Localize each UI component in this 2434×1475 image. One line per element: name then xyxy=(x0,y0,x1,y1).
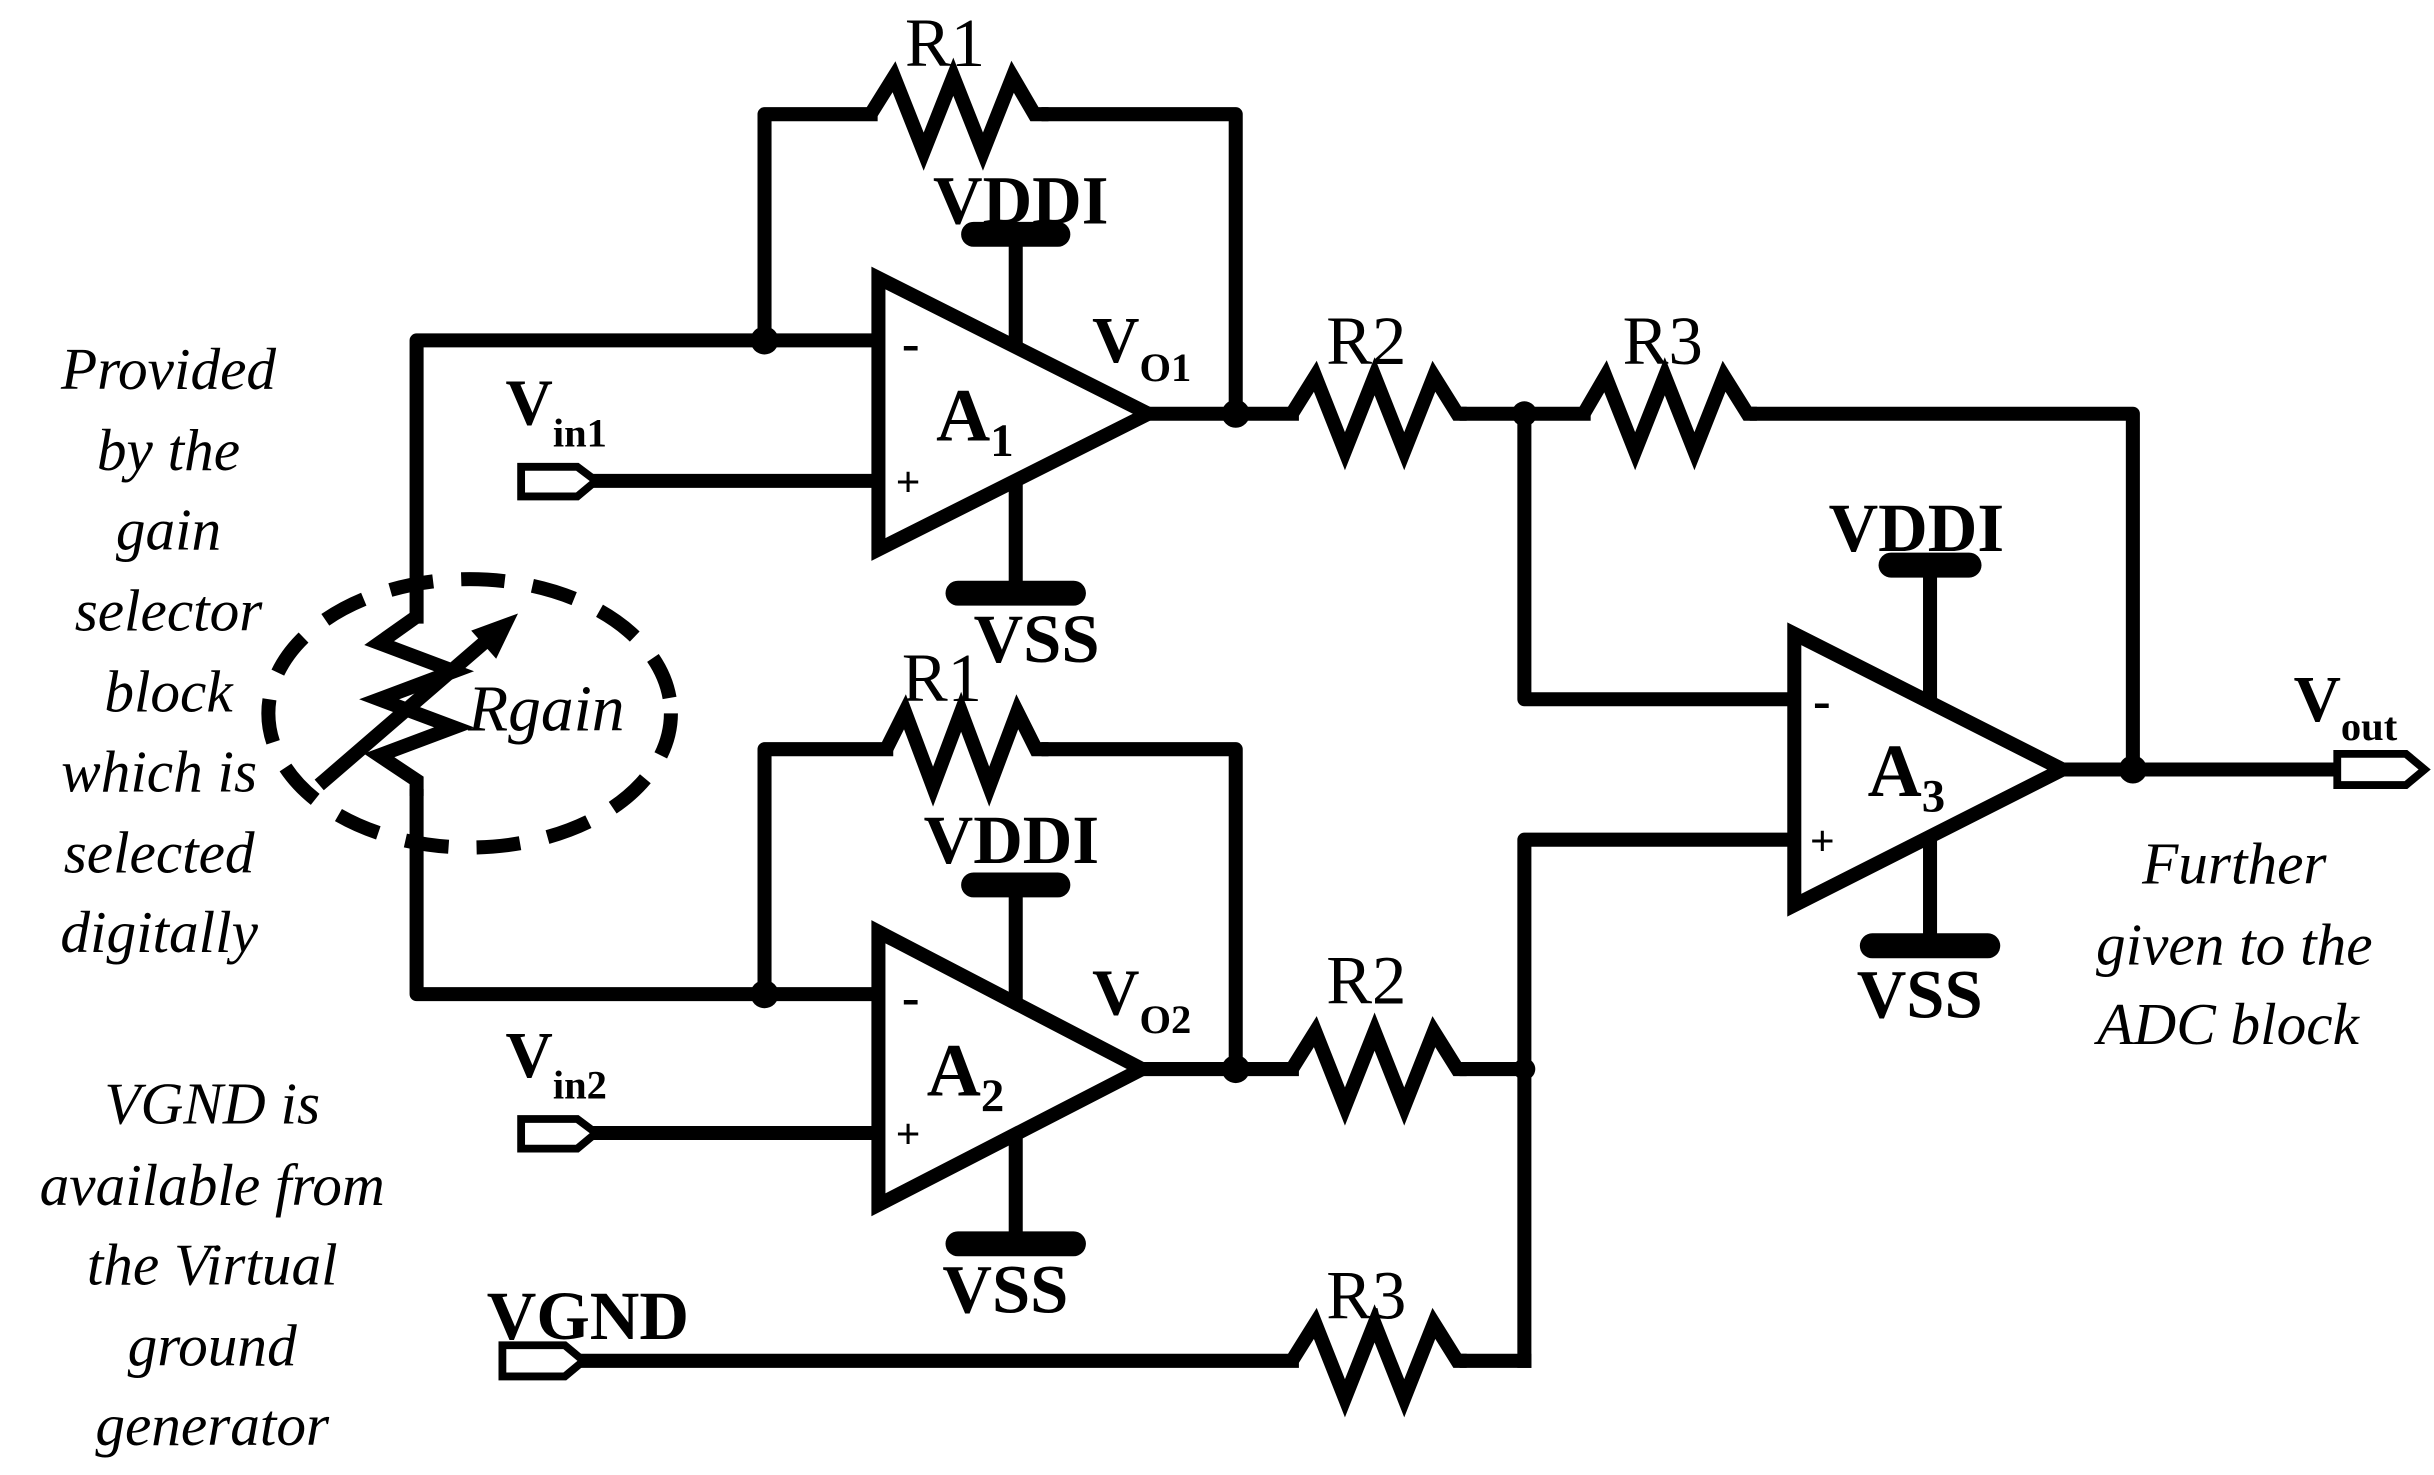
svg-text:gain: gain xyxy=(116,496,221,562)
svg-text:selected: selected xyxy=(64,819,255,885)
wire-a3-plus xyxy=(1517,832,1802,1368)
r2-top-label: R2 xyxy=(1326,303,1406,379)
resistor-r1-bottom xyxy=(879,691,1049,807)
svg-text:by the: by the xyxy=(97,417,240,483)
junction-vout xyxy=(2118,755,2147,784)
svg-text:Provided: Provided xyxy=(60,336,276,402)
opamp-a3: - + A3 xyxy=(1787,622,2079,917)
svg-text:selector: selector xyxy=(75,578,264,644)
junction-a2-minus xyxy=(750,980,779,1009)
wire-a3-minus xyxy=(1517,406,1802,707)
junction-vo2 xyxy=(1221,1055,1250,1084)
wire-a2-feedback-right xyxy=(1041,742,1243,1077)
port-vin1 xyxy=(517,462,603,501)
resistor-r3-bottom xyxy=(1285,1304,1467,1418)
resistors xyxy=(261,57,1757,1418)
a1-plus-sign: + xyxy=(896,458,921,506)
wire-a1-feedback-right xyxy=(1041,107,1243,421)
r1-bottom-label: R1 xyxy=(902,640,982,716)
resistor-r2-bottom xyxy=(1285,1012,1467,1126)
vo1-label: VO1 xyxy=(1092,305,1191,390)
svg-text:generator: generator xyxy=(95,1392,330,1458)
r1-top-label: R1 xyxy=(905,5,985,81)
opamp-a1: - + A1 xyxy=(871,266,1164,561)
wire-rgain-bottom xyxy=(409,788,886,1002)
vout-label: Vout xyxy=(2294,664,2398,749)
vin1-label: Vin1 xyxy=(506,368,607,456)
resistor-r3-top xyxy=(1577,357,1757,471)
a3-vddi-label: VDDI xyxy=(1829,490,2004,566)
r2-bottom-label: R2 xyxy=(1326,943,1406,1019)
svg-text:ground: ground xyxy=(128,1313,297,1379)
resistor-r1-top xyxy=(864,57,1049,171)
svg-text:ADC block: ADC block xyxy=(2093,991,2360,1057)
r3-top-label: R3 xyxy=(1623,303,1703,379)
note-vgnd: VGND is available from the Virtual groun… xyxy=(40,1071,385,1458)
port-vgnd xyxy=(498,1341,590,1381)
resistor-rgain xyxy=(359,610,475,797)
supply-rails: VDDI VSS VDDI VSS VDDI VSS xyxy=(924,162,2004,1327)
note-adc: Further given to the ADC block xyxy=(2093,830,2372,1057)
component-labels: R1 R1 R2 R3 R2 R3 Rgain Vin1 Vin2 VO1 VO… xyxy=(467,5,2398,1354)
svg-text:which is: which is xyxy=(61,738,257,804)
svg-text:block: block xyxy=(104,659,234,725)
svg-text:available from: available from xyxy=(40,1152,385,1218)
a3-label: A3 xyxy=(1868,730,1945,823)
svg-text:Further: Further xyxy=(2141,830,2327,896)
wire-r3-vout xyxy=(1749,406,2140,777)
vin2-label: Vin2 xyxy=(506,1020,607,1108)
wire-rgain-top xyxy=(409,333,886,624)
wires xyxy=(409,107,2345,1368)
wire-a2-feedback xyxy=(757,742,894,1002)
resistor-r2-top xyxy=(1285,357,1467,471)
port-vin2 xyxy=(517,1115,603,1153)
a3-minus-sign: - xyxy=(1813,672,1831,730)
junction-r2-r3-top xyxy=(1511,401,1537,427)
ports xyxy=(498,462,2431,1381)
a1-vss-label: VSS xyxy=(974,601,1100,677)
note-gain-selector: Provided by the gain selector block whic… xyxy=(60,336,276,965)
a2-vddi-label: VDDI xyxy=(924,802,1099,878)
a2-vss-label: VSS xyxy=(942,1251,1068,1327)
svg-text:VGND is: VGND is xyxy=(104,1071,320,1137)
wire-a1-feedback xyxy=(757,107,878,348)
rgain-arrow-head xyxy=(471,613,519,659)
rgain-arrow-shaft xyxy=(314,622,507,791)
a1-label: A1 xyxy=(936,374,1013,467)
a3-vss-label: VSS xyxy=(1857,957,1983,1033)
opamp-a2: - + A2 xyxy=(871,920,1158,1217)
svg-text:digitally: digitally xyxy=(60,899,258,965)
svg-text:given to the: given to the xyxy=(2096,912,2372,978)
a2-plus-sign: + xyxy=(896,1111,921,1159)
junctions xyxy=(750,326,2147,1084)
rgain-selector-ellipse xyxy=(261,572,678,855)
junction-vo1 xyxy=(1221,399,1250,428)
a3-plus-sign: + xyxy=(1810,817,1835,865)
svg-text:the Virtual: the Virtual xyxy=(87,1231,338,1297)
a2-minus-sign: - xyxy=(902,968,920,1026)
junction-r2-r3-bottom xyxy=(1513,1058,1536,1080)
a2-label: A2 xyxy=(927,1030,1004,1123)
junction-a1-minus xyxy=(750,326,779,355)
vgnd-label: VGND xyxy=(487,1278,689,1354)
vo2-label: VO2 xyxy=(1092,957,1191,1042)
a1-vddi-label: VDDI xyxy=(933,162,1108,238)
a1-minus-sign: - xyxy=(902,315,920,373)
port-vout xyxy=(2333,749,2431,789)
rgain-label: Rgain xyxy=(467,673,625,745)
r3-bottom-label: R3 xyxy=(1326,1258,1406,1334)
